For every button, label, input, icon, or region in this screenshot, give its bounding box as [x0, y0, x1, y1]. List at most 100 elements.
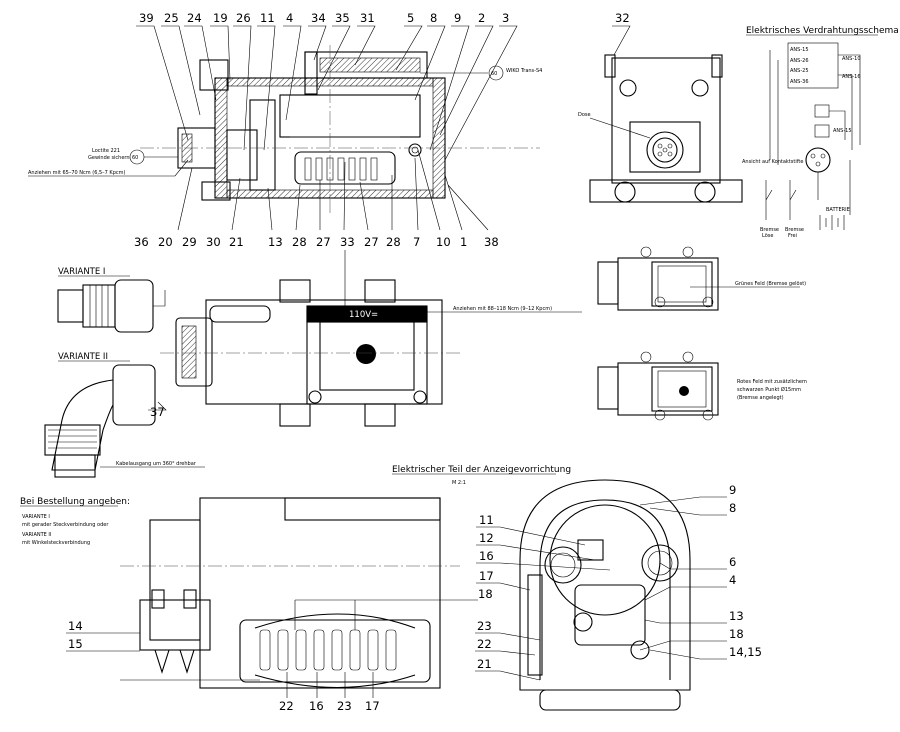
green-field-label: Grünes Feld (Bremse gelöst) [735, 281, 806, 287]
dose-label: Dose [578, 112, 591, 118]
callout: 26 [236, 11, 251, 25]
callout: 24 [187, 11, 202, 25]
section-view-top: 39 25 24 19 26 11 4 34 35 31 5 8 9 2 3 [28, 11, 542, 249]
callout: 36 [134, 235, 149, 249]
callout: 13 [268, 235, 283, 249]
callout: 19 [213, 11, 228, 25]
callout: 39 [139, 11, 154, 25]
callout: 14 [68, 619, 83, 633]
variante-2-label: VARIANTE II [58, 352, 108, 362]
bremse-lose-label: Bremse [760, 227, 779, 233]
callout: 27 [364, 235, 379, 249]
callout: 33 [340, 235, 355, 249]
wiring-label: ANS-26 [790, 58, 809, 64]
variante-1-label: VARIANTE I [58, 267, 105, 277]
wiko-label: WIKO Trans-S4 [506, 68, 542, 74]
wiring-label: ANS-15 [833, 128, 852, 134]
torque-left-label: Anziehen mit 65–70 Ncm (6,5–7 Kpcm) [28, 170, 126, 176]
callout: 23 [337, 699, 352, 713]
callout: 5 [407, 11, 414, 25]
callout: 31 [360, 11, 375, 25]
callout: 34 [311, 11, 326, 25]
wiring-label: ANS-10 [842, 56, 861, 62]
callout: 11 [479, 513, 494, 527]
callout: 30 [206, 235, 221, 249]
wiring-title: Elektrisches Verdrahtungsschema [746, 26, 899, 36]
callout: 28 [386, 235, 401, 249]
callout: 8 [729, 501, 736, 515]
callout: 18 [478, 587, 493, 601]
indicator-dot [356, 344, 376, 364]
callouts-top: 39 25 24 19 26 11 4 34 35 31 5 8 9 2 3 [136, 11, 518, 161]
callout: 22 [279, 699, 294, 713]
callout: 38 [484, 235, 499, 249]
callout: 7 [413, 235, 420, 249]
callout: 17 [365, 699, 380, 713]
callout: 21 [229, 235, 244, 249]
callout: 23 [477, 619, 492, 633]
red-field-label-3: (Bremse angelegt) [737, 395, 784, 401]
callout: 8 [430, 11, 437, 25]
callout: 15 [68, 637, 83, 651]
wiring-schematic: Elektrisches Verdrahtungsschema ANS-15 A… [742, 26, 899, 239]
callout: 13 [729, 609, 744, 623]
ref-60-label: 60 [491, 71, 497, 77]
wiring-label: ANS-15 [790, 47, 809, 53]
callout: 16 [479, 549, 494, 563]
display-voltage: 110V= [349, 310, 378, 320]
callout: 37 [150, 405, 165, 419]
electrical-detail: Elektrischer Teil der Anzeigevorrichtung… [392, 465, 762, 711]
callout: 9 [454, 11, 461, 25]
red-field-label-2: schwarzen Punkt Ø15mm [737, 386, 801, 393]
callouts-bottom: 36 20 29 30 21 13 28 27 33 27 28 7 10 1 … [134, 149, 499, 249]
callout: 17 [479, 569, 494, 583]
callout: 4 [286, 11, 293, 25]
callout: 16 [309, 699, 324, 713]
detail-callouts: 9 8 11 12 16 6 17 4 13 23 22 18 14,15 21 [475, 483, 762, 681]
order-v2-desc: mit Winkelsteckverbindung [22, 540, 90, 546]
order-note: Bei Bestellung angeben: VARIANTE I mit g… [20, 497, 130, 546]
wiring-label: ANS-36 [790, 79, 809, 85]
callout: 4 [729, 573, 736, 587]
order-v1-desc: mit gerader Steckverbindung oder [22, 522, 109, 528]
ref-60-label: 60 [132, 155, 138, 161]
callout: 22 [477, 637, 492, 651]
callout: 18 [729, 627, 744, 641]
wiring-label: ANS-25 [790, 68, 809, 74]
callout: 14,15 [729, 645, 762, 659]
bremse-frei-label-2: Frei [788, 233, 797, 239]
callout: 27 [316, 235, 331, 249]
variants: VARIANTE I VARIANTE II Kabelausgang um 3… [44, 267, 205, 478]
callout: 21 [477, 657, 492, 671]
front-view: 32 Dose [578, 11, 743, 203]
bremse-lose-label-2: Löse [762, 233, 773, 239]
callout: 1 [460, 235, 467, 249]
callout: 3 [502, 11, 509, 25]
order-v1-title: VARIANTE I [22, 514, 50, 520]
cable-outlet-label: Kabelausgang um 360° drehbar [116, 461, 197, 467]
torque-mid-label: Anziehen mit 88–118 Ncm (9–12 Kpcm) [453, 306, 552, 312]
indicator-views: Grünes Feld (Bremse gelöst) Rotes Feld m… [597, 246, 807, 421]
batterie-label: BATTERIE [826, 207, 850, 213]
order-v2-title: VARIANTE II [22, 532, 51, 538]
order-title: Bei Bestellung angeben: [20, 497, 130, 507]
callout: 20 [158, 235, 173, 249]
callout: 12 [479, 531, 494, 545]
wiring-label: ANS-16 [842, 74, 861, 80]
callout: 25 [164, 11, 179, 25]
callout: 32 [615, 11, 630, 25]
callout: 6 [729, 555, 736, 569]
callout: 9 [729, 483, 736, 497]
callout: 10 [436, 235, 451, 249]
electrical-detail-title: Elektrischer Teil der Anzeigevorrichtung [392, 465, 571, 475]
callout: 2 [478, 11, 485, 25]
loctite-label: Loctite 221 [92, 148, 120, 154]
callout: 11 [260, 11, 275, 25]
bremse-frei-label: Bremse [785, 227, 804, 233]
bottom-detail: 14 15 18 22 16 23 17 [66, 497, 493, 713]
plan-view-middle: 110V= Anziehen mit 88–118 Ncm (9–12 Kpcm… [160, 250, 582, 427]
red-field-label: Rotes Feld mit zusätzlichem [737, 379, 807, 385]
loctite-label-2: Gewinde sichern [88, 155, 130, 161]
scale-label: M 2:1 [452, 480, 466, 486]
